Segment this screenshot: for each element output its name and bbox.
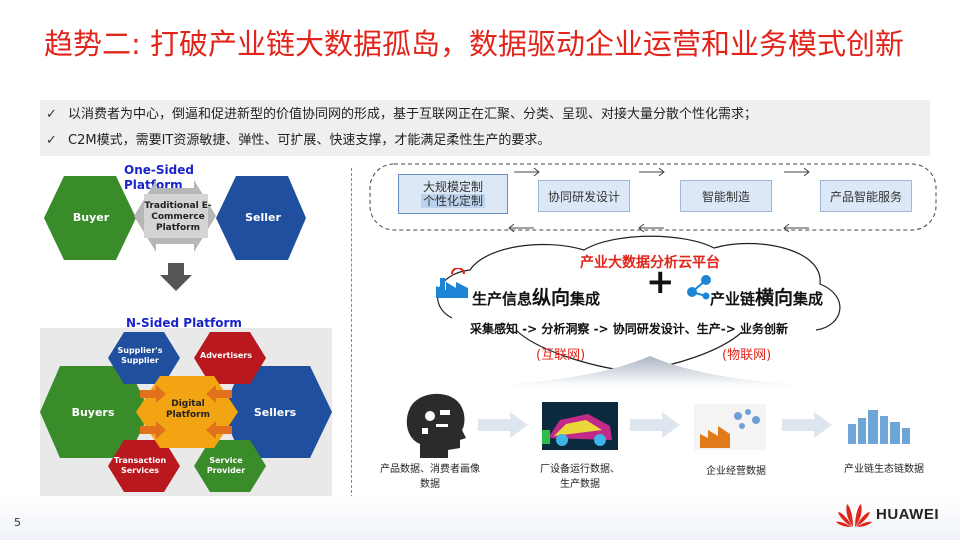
transaction-hex <box>108 440 180 492</box>
process-box-line: 大规模定制 <box>422 180 483 194</box>
bullet-text: C2M模式，需要IT资源敏捷、弹性、可扩展、快速支撑，才能满足柔性生产的要求。 <box>68 133 551 148</box>
right-arrow-icon <box>630 412 680 438</box>
data-source-label: 企业经营数据 <box>706 466 766 477</box>
n-sided-label: N-Sided Platform <box>126 316 242 330</box>
down-arrow-icon <box>160 263 192 291</box>
section-divider <box>351 168 352 498</box>
enterprise-data-icon <box>694 404 766 450</box>
check-icon: ✓ <box>46 107 57 122</box>
horizontal-integration-post: 集成 <box>793 290 824 308</box>
buyer-label: Buyer <box>72 211 110 224</box>
plus-sign: + <box>646 262 675 302</box>
bullet-item: ✓ C2M模式，需要IT资源敏捷、弹性、可扩展、快速支撑，才能满足柔性生产的要求。 <box>46 128 926 154</box>
supplier-label: Supplier's Supplier <box>117 346 163 365</box>
data-source-label: 厂设备运行数据、生产数据 <box>540 464 620 490</box>
seller-label: Seller <box>245 211 281 224</box>
service-label: Service Provider <box>206 456 246 475</box>
footer-band <box>0 496 960 540</box>
flow-text: 采集感知 -> 分析洞察 -> 协同研发设计、生产-> 业务创新 <box>470 322 788 336</box>
right-arrow-icon <box>782 412 832 438</box>
horizontal-integration-text: 产业链横向集成 <box>710 283 823 310</box>
process-box-line: 个性化定制 <box>420 194 485 208</box>
internet-label: (互联网) <box>536 348 586 363</box>
process-box-manufacturing: 智能制造 <box>680 180 772 212</box>
buyers-label: Buyers <box>71 406 115 419</box>
funnel-shape <box>470 356 830 386</box>
horizontal-integration-pre: 产业链 <box>710 290 756 308</box>
check-icon: ✓ <box>46 133 57 148</box>
vertical-integration-post: 集成 <box>570 290 601 308</box>
horizontal-integration-big: 横向 <box>755 287 794 309</box>
car-cad-icon <box>542 402 618 450</box>
process-box-rd: 协同研发设计 <box>538 180 630 212</box>
sellers-hex <box>222 366 332 458</box>
bullet-text: 以消费者为中心，倒逼和促进新型的价值协同网的形成，基于互联网正在汇聚、分类、呈现… <box>68 107 758 122</box>
huawei-logo-icon <box>836 504 872 527</box>
factory-icon <box>436 268 468 298</box>
advertisers-label: Advertisers <box>200 351 252 360</box>
sellers-label: Sellers <box>253 406 297 419</box>
page-number: 5 <box>14 516 21 529</box>
center-label: Traditional E-Commerce Platform <box>144 201 212 233</box>
vertical-integration-pre: 生产信息 <box>472 290 533 308</box>
data-source-label: 产品数据、消费者画像数据 <box>380 464 480 490</box>
bullet-panel: ✓ 以消费者为中心，倒逼和促进新型的价值协同网的形成，基于互联网正在汇聚、分类、呈… <box>40 100 930 156</box>
n-sided-diagram <box>40 332 332 492</box>
right-arrow-icon <box>478 412 528 438</box>
cloud-platform-title: 产业大数据分析云平台 <box>580 255 720 271</box>
supplier-hex <box>108 332 180 384</box>
vertical-integration-big: 纵向 <box>532 287 571 309</box>
data-source-label: 产业链生态链数据 <box>844 464 924 475</box>
buyer-hex <box>44 176 136 260</box>
one-sided-diagram <box>44 176 306 260</box>
process-loop <box>369 163 937 233</box>
transaction-label: Transaction Services <box>113 456 167 475</box>
bullet-item: ✓ 以消费者为中心，倒逼和促进新型的价值协同网的形成，基于互联网正在汇聚、分类、呈… <box>46 102 926 128</box>
ecosystem-data-icon <box>848 410 910 444</box>
iot-label: (物联网) <box>722 348 772 363</box>
process-box-service: 产品智能服务 <box>820 180 912 212</box>
head-data-icon <box>406 393 466 458</box>
service-hex <box>194 440 266 492</box>
advertisers-hex <box>194 332 266 384</box>
center-box <box>144 194 208 238</box>
network-icon <box>687 275 711 300</box>
huawei-brand: HUAWEI <box>876 506 939 523</box>
page-title: 趋势二: 打破产业链大数据孤岛，数据驱动企业运营和业务模式创新 <box>44 27 904 61</box>
vertical-integration-text: 生产信息纵向集成 <box>472 283 600 310</box>
digital-platform-label: Digital Platform <box>166 399 210 420</box>
buyers-hex <box>40 366 150 458</box>
seller-hex <box>216 176 306 260</box>
process-box-customization: 大规模定制 个性化定制 <box>398 174 508 214</box>
